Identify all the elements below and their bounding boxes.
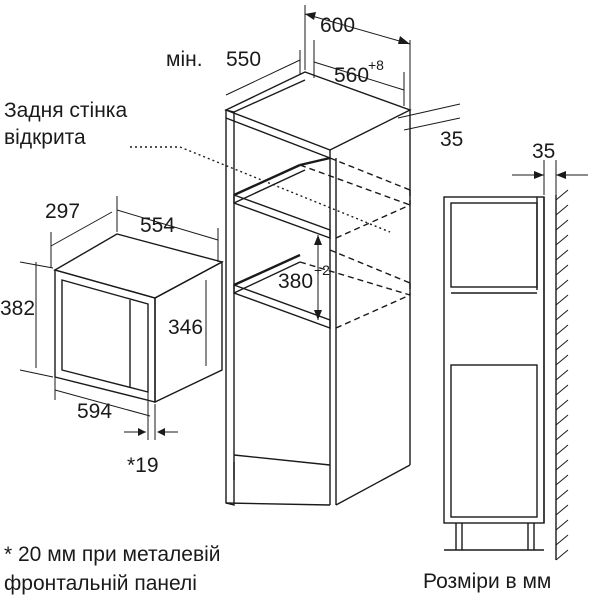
- oven-width-label: 594: [77, 400, 112, 423]
- oven-front-offset-label: *19: [127, 454, 159, 477]
- cabinet-min-depth-label: 550: [226, 48, 261, 71]
- niche-height-label: 380: [278, 270, 313, 293]
- niche-width-label: 560: [334, 64, 369, 87]
- footnote-line1: * 20 мм при металевій: [4, 543, 221, 566]
- units-label: Розміри в мм: [423, 570, 552, 593]
- oven-inner-depth-label: 554: [140, 214, 175, 237]
- back-wall-label-line1: Задня стінка: [4, 99, 127, 122]
- oven-height-label: 382: [0, 297, 35, 320]
- oven-depth-label: 297: [45, 200, 80, 223]
- niche-height-tolerance: +2: [314, 262, 330, 278]
- cabinet-dimension-lines: [225, 5, 461, 320]
- back-wall-label-line2: відкрита: [4, 126, 86, 149]
- back-wall-leader: [130, 146, 391, 233]
- side-view-drawing: [443, 189, 569, 561]
- cabinet-min-depth-prefix: мін.: [166, 48, 203, 71]
- back-gap-label: 35: [440, 128, 463, 151]
- side-gap-label: 35: [532, 140, 555, 163]
- oven-drawing: [53, 233, 224, 404]
- niche-width-tolerance: +8: [368, 57, 384, 73]
- oven-dimension-lines: [19, 196, 219, 440]
- footnote-line2: фронтальній панелі: [4, 572, 197, 595]
- oven-front-height-label: 346: [168, 316, 203, 339]
- side-view-dimension-lines: [512, 160, 588, 195]
- cabinet-drawing: [224, 71, 412, 506]
- footnote: * 20 мм при металевій фронтальній панелі: [4, 540, 221, 598]
- cabinet-width-label: 600: [320, 14, 355, 37]
